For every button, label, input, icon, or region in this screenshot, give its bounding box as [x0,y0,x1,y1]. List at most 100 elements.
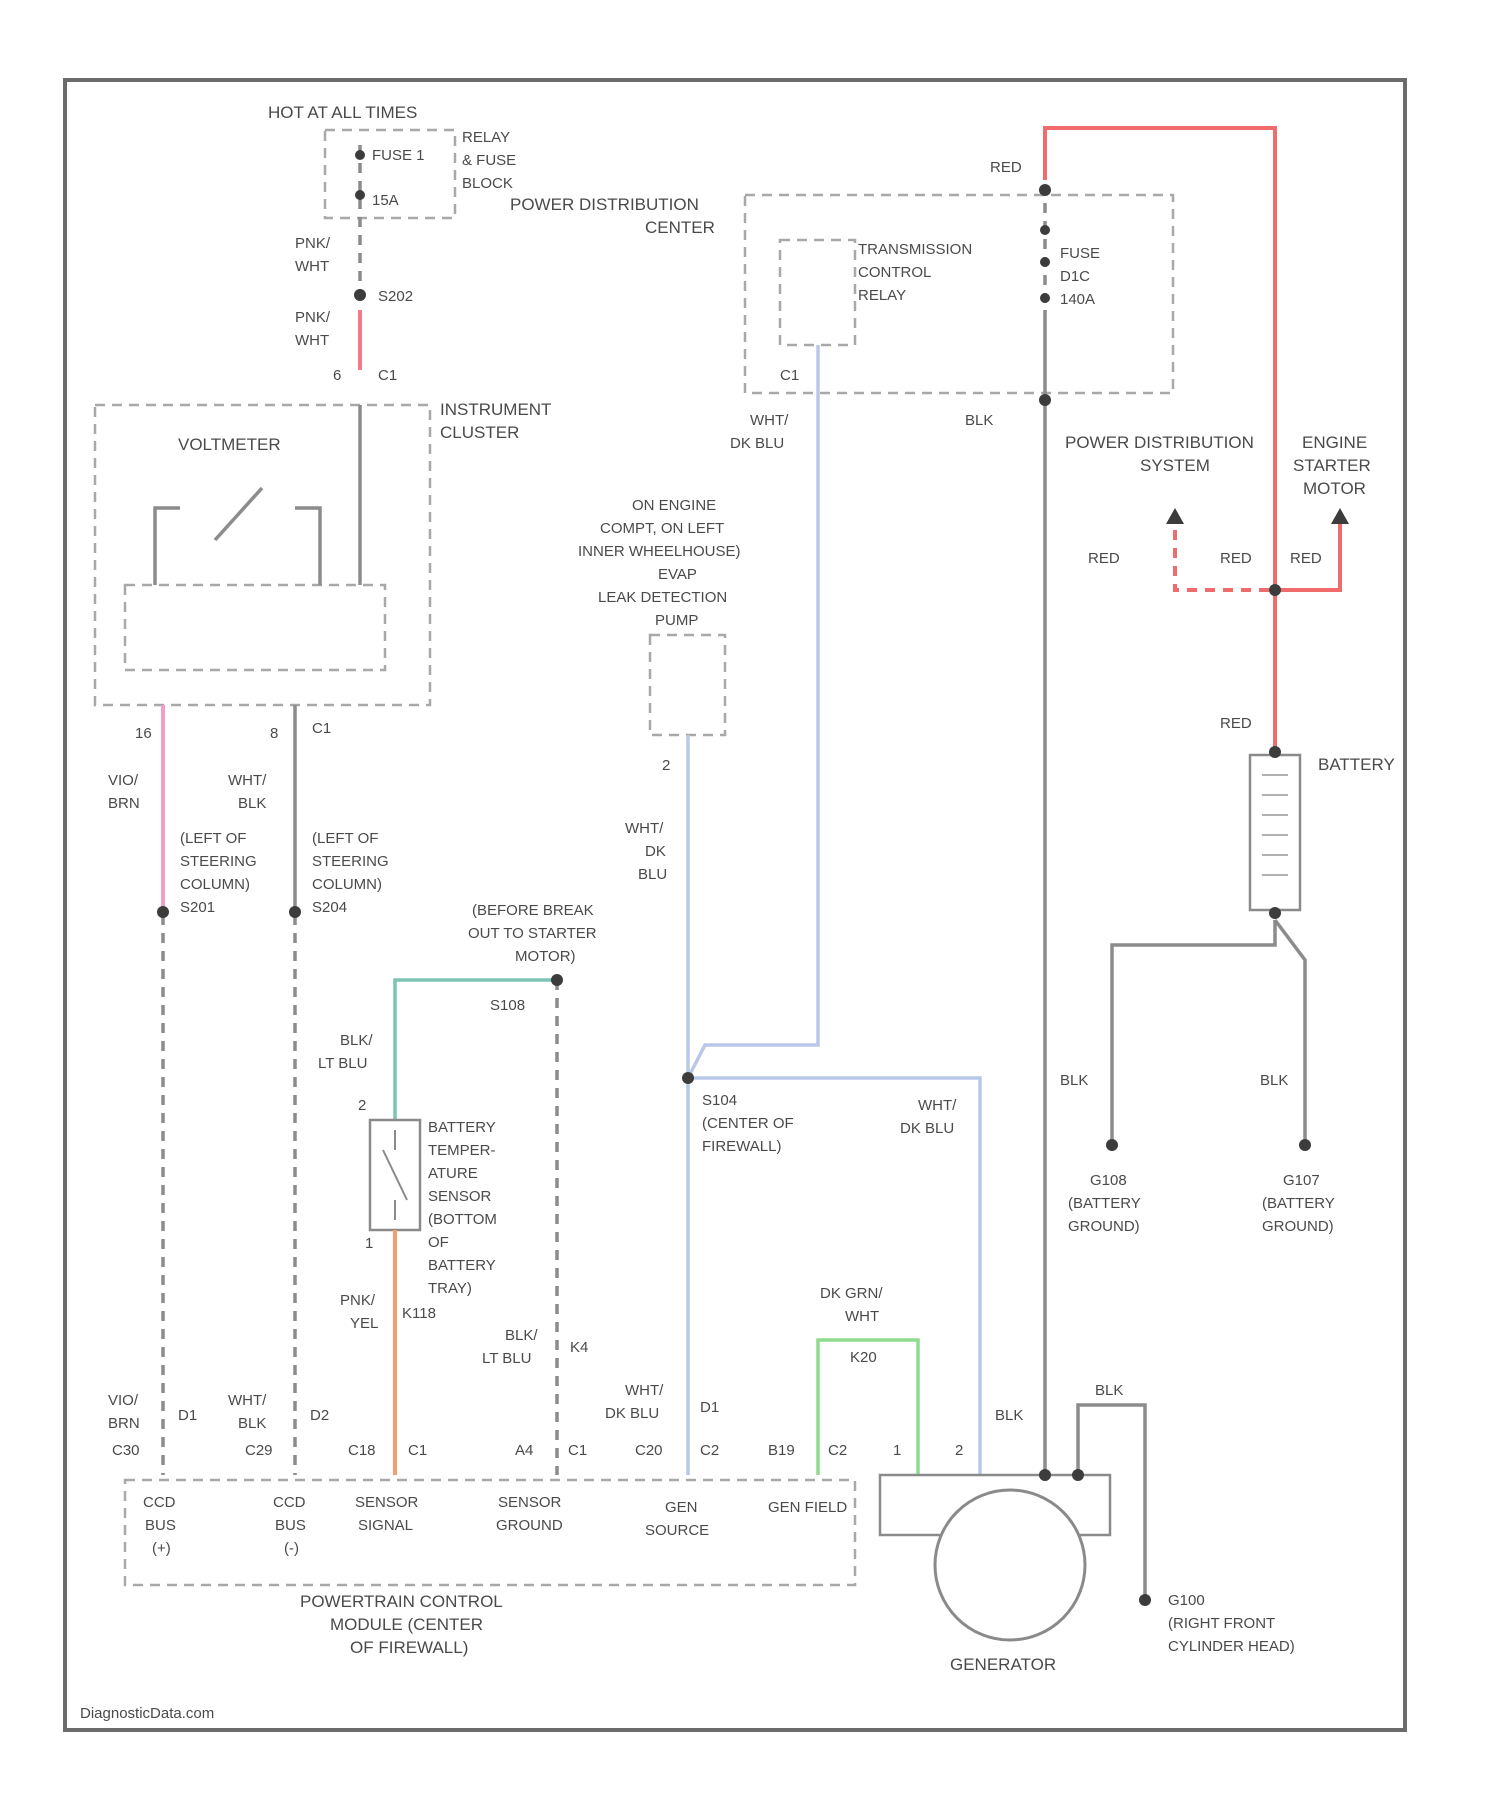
label-splice-s104-2: (CENTER OF [702,1115,794,1132]
label-circuit-k118: K118 [402,1305,436,1322]
generator-symbol [935,1490,1085,1640]
label-ldp-5: LEAK DETECTION [598,589,727,606]
label-blk-gen: BLK [995,1407,1023,1424]
label-pin-b19: B19 [768,1442,795,1459]
label-conn-d1-a: D1 [178,1407,197,1424]
label-conn-c1-pcm2: C1 [568,1442,587,1459]
label-pin-a4: A4 [515,1442,533,1459]
label-relay-fuse-block-2: & FUSE [462,152,516,169]
label-g107-3: GROUND) [1262,1218,1334,1235]
label-wire-wht-dkblu-3a: WHT/ [918,1097,957,1114]
label-ls2-4: S204 [312,899,347,916]
label-esm-1: ENGINE [1302,433,1367,452]
label-bts-7: BATTERY [428,1257,496,1274]
label-circuit-k4: K4 [570,1339,588,1356]
label-pin-1-bts: 1 [365,1235,373,1252]
label-tcr-3: RELAY [858,287,906,304]
powertrain-control-module-box [125,1480,855,1585]
label-ldp-1: ON ENGINE [632,497,716,514]
label-red-m: RED [1220,550,1252,567]
label-red-batt: RED [1220,715,1252,732]
label-tcr-2: CONTROL [858,264,931,281]
label-wire-wht-dkblu-4a: WHT/ [625,1382,664,1399]
label-pdc-1: POWER DISTRIBUTION [510,195,699,214]
label-pin-16: 16 [135,725,152,742]
label-pin-c29: C29 [245,1442,273,1459]
label-instrument-cluster-1: INSTRUMENT [440,400,551,419]
label-pin-c20: C20 [635,1442,663,1459]
label-bts-1: BATTERY [428,1119,496,1136]
label-g100-1: G100 [1168,1592,1205,1609]
label-generator: GENERATOR [950,1655,1056,1674]
label-red-top: RED [990,159,1022,176]
label-g100-2: (RIGHT FRONT [1168,1615,1275,1632]
label-fuse-1-amp: 15A [372,192,399,209]
label-fuse-d-amp: 140A [1060,291,1095,308]
label-hot-at-all-times: HOT AT ALL TIMES [268,103,417,122]
label-red-l: RED [1088,550,1120,567]
wire-blk-g107 [1275,920,1305,1145]
label-gen-pin-1: 1 [893,1442,901,1459]
label-splice-s104-1: S104 [702,1092,737,1109]
label-conn-c1-tcr: C1 [780,367,799,384]
voltmeter-needle [215,488,262,540]
label-wire-vio-brn-d: BRN [108,1415,140,1432]
label-pds-1: POWER DISTRIBUTION [1065,433,1254,452]
label-wire-vio-brn-c: VIO/ [108,1392,139,1409]
label-bts-8: TRAY) [428,1280,472,1297]
label-conn-c1-top: C1 [378,367,397,384]
label-wire-pnk-yel-a: PNK/ [340,1292,376,1309]
label-g100-3: CYLINDER HEAD) [1168,1638,1295,1655]
label-pcm-gen-source-2: SOURCE [645,1522,709,1539]
label-pcm-sensor-signal-1: SENSOR [355,1494,419,1511]
label-ls1-2: STEERING [180,853,257,870]
label-splice-s202: S202 [378,288,413,305]
label-pdc-2: CENTER [645,218,715,237]
label-wire-blk-ltblu-2a: BLK/ [505,1327,538,1344]
label-ls1-3: COLUMN) [180,876,250,893]
voltmeter-gauge-box [125,585,385,670]
label-wire-wht-dkblu-2a: WHT/ [625,820,664,837]
label-fuse-1: FUSE 1 [372,147,425,164]
label-wire-wht-dkblu-1b: DK BLU [730,435,784,452]
label-pin-8: 8 [270,725,278,742]
label-wire-pnk-wht-1a: PNK/ [295,235,331,252]
label-wire-vio-brn-a: VIO/ [108,772,139,789]
wire-blk-ltblu-teal [395,980,557,1120]
label-g108-2: (BATTERY [1068,1195,1141,1212]
label-ls1-4: S201 [180,899,215,916]
label-conn-c1-pcm1: C1 [408,1442,427,1459]
label-red-r: RED [1290,550,1322,567]
label-tcr-1: TRANSMISSION [858,241,972,258]
label-blk-tcr: BLK [965,412,993,429]
label-battery: BATTERY [1318,755,1395,774]
label-g108-3: GROUND) [1068,1218,1140,1235]
label-pcm-sensor-signal-2: SIGNAL [358,1517,413,1534]
label-pcm-2: MODULE (CENTER [330,1615,483,1634]
label-blk-mid: BLK [1060,1072,1088,1089]
voltmeter-bracket-left [155,508,180,585]
label-pin-2-ldp: 2 [662,757,670,774]
label-ldp-2: COMPT, ON LEFT [600,520,724,537]
label-pin-c30: C30 [112,1442,140,1459]
arrow-to-power-distribution-system [1166,508,1184,524]
label-ls2-1: (LEFT OF [312,830,378,847]
label-conn-d2: D2 [310,1407,329,1424]
label-wire-blk-ltblu-1a: BLK/ [340,1032,373,1049]
label-pin-2-bts: 2 [358,1097,366,1114]
evap-leak-detection-pump-box [650,635,725,735]
label-pcm-1: POWERTRAIN CONTROL [300,1592,503,1611]
label-instrument-cluster-2: CLUSTER [440,423,519,442]
label-wire-wht-dkblu-2c: BLU [638,866,667,883]
label-wire-wht-dkblu-4b: DK BLU [605,1405,659,1422]
label-wire-dkgrn-wht-a: DK GRN/ [820,1285,883,1302]
label-pcm-sensor-ground-1: SENSOR [498,1494,562,1511]
label-wire-dkgrn-wht-b: WHT [845,1308,879,1325]
label-ldp-4: EVAP [658,566,697,583]
label-wire-blk-ltblu-2b: LT BLU [482,1350,531,1367]
label-blk-g1: BLK [1260,1072,1288,1089]
battery-symbol [1250,755,1300,910]
label-wire-pnk-wht-2a: PNK/ [295,309,331,326]
label-wire-wht-dkblu-2b: DK [645,843,666,860]
